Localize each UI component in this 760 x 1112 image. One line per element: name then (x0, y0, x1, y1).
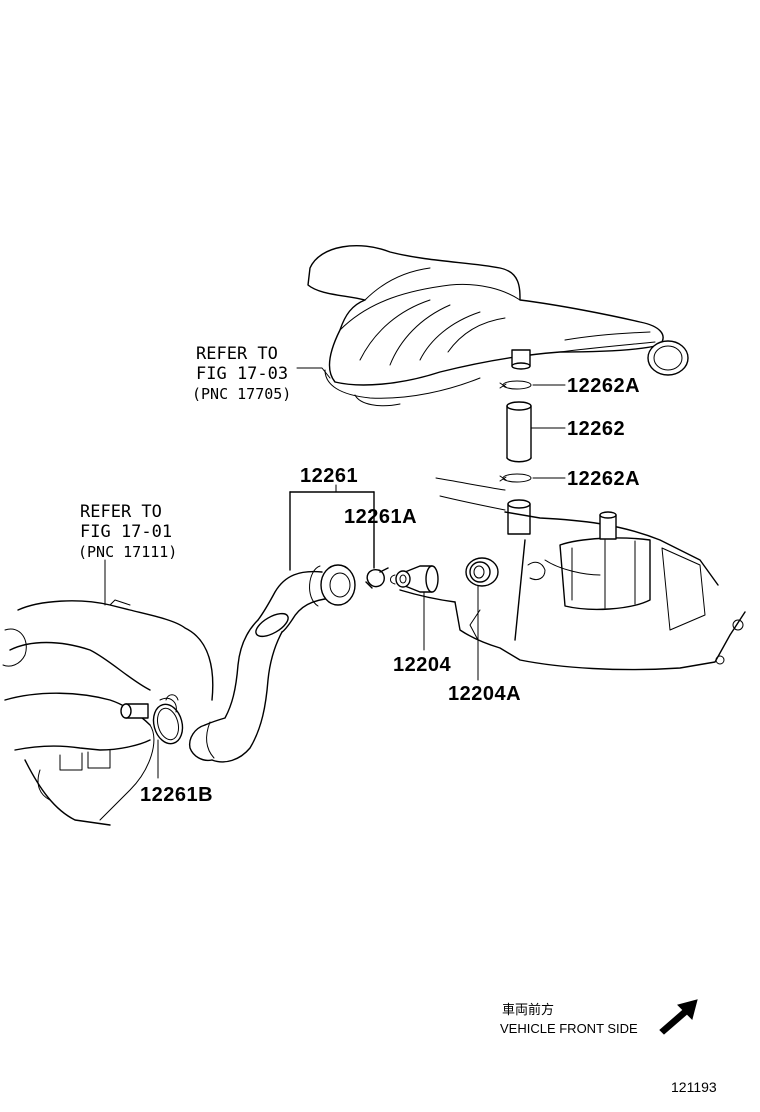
part-label-12262A-bottom: 12262A (567, 468, 640, 490)
part-label-12204: 12204 (393, 654, 451, 676)
clamp-12262A-top (499, 380, 532, 390)
grommet-12204A (465, 557, 499, 587)
part-label-12204A: 12204A (448, 683, 521, 705)
part-label-12261B: 12261B (140, 784, 213, 806)
refer-left-line2: FIG 17-01 (80, 522, 172, 542)
refer-left-line1: REFER TO (80, 502, 162, 522)
refer-top-block: REFER TO FIG 17-03 (PNC 17705) (192, 344, 291, 403)
part-label-12262A-top: 12262A (567, 375, 640, 397)
direction-jp-label: 車両前方 (502, 1002, 554, 1017)
refer-left-block: REFER TO FIG 17-01 (PNC 17111) (78, 502, 177, 561)
hose-12261 (188, 564, 356, 763)
refer-left-line3: (PNC 17111) (78, 543, 177, 561)
arrow-up-right-icon (659, 999, 698, 1035)
vehicle-front-indicator: 車両前方 VEHICLE FRONT SIDE (500, 999, 698, 1036)
clip-12261A (365, 567, 389, 589)
refer-top-line3: (PNC 17705) (192, 385, 291, 403)
intake-manifold (2, 599, 214, 826)
leader-lines (104, 367, 566, 779)
figure-id: 121193 (671, 1079, 717, 1095)
hose-12262 (506, 401, 532, 463)
air-cleaner-cover (307, 245, 689, 407)
clamp-12261B (152, 694, 184, 745)
direction-en-label: VEHICLE FRONT SIDE (500, 1021, 638, 1036)
refer-top-line2: FIG 17-03 (196, 364, 288, 384)
cylinder-head-cover (399, 477, 746, 671)
clamp-12262A-bottom (499, 473, 532, 483)
pcv-valve-12204 (390, 565, 439, 593)
refer-top-line1: REFER TO (196, 344, 278, 364)
part-label-12262: 12262 (567, 418, 625, 440)
part-label-12261: 12261 (300, 465, 358, 487)
part-label-12261A: 12261A (344, 506, 417, 528)
